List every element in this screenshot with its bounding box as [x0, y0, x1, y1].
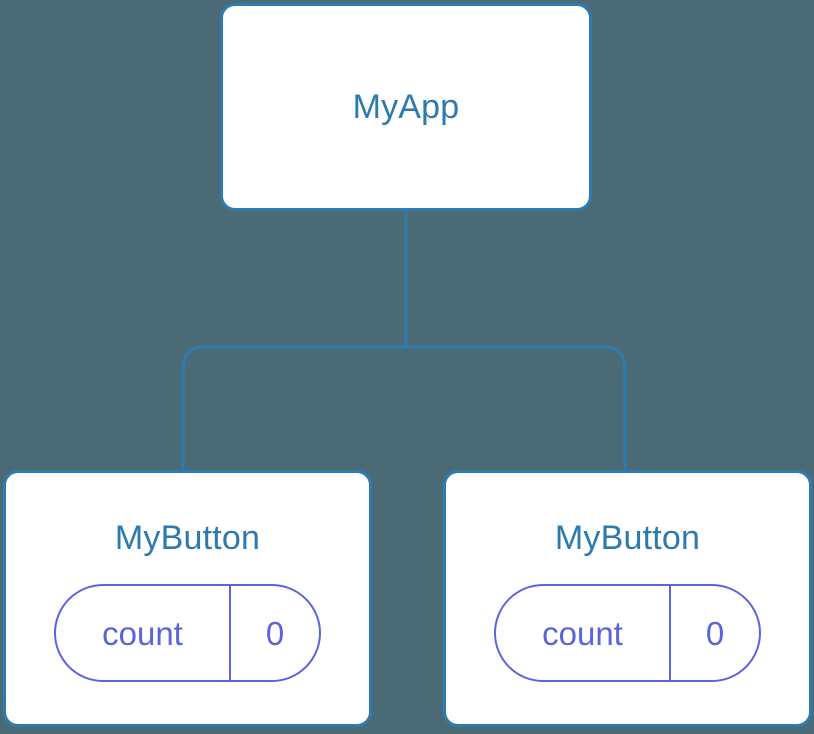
connector-branch-left [181, 345, 406, 470]
state-key-child-0: count [56, 586, 231, 680]
state-key-child-1: count [496, 586, 671, 680]
node-card-child-1[interactable]: MyButton count 0 [443, 470, 812, 727]
state-pill-child-0[interactable]: count 0 [54, 584, 321, 682]
state-pill-child-1[interactable]: count 0 [494, 584, 761, 682]
node-title-child-1: MyButton [554, 519, 701, 557]
state-value-child-0: 0 [265, 614, 285, 652]
node-card-root[interactable]: MyApp [220, 3, 592, 211]
node-title-root: MyApp [352, 88, 460, 126]
node-card-child-0[interactable]: MyButton count 0 [3, 470, 372, 727]
connector-branch-right [406, 345, 627, 470]
state-value-child-1: 0 [705, 614, 725, 652]
node-title-child-0: MyButton [114, 519, 261, 557]
